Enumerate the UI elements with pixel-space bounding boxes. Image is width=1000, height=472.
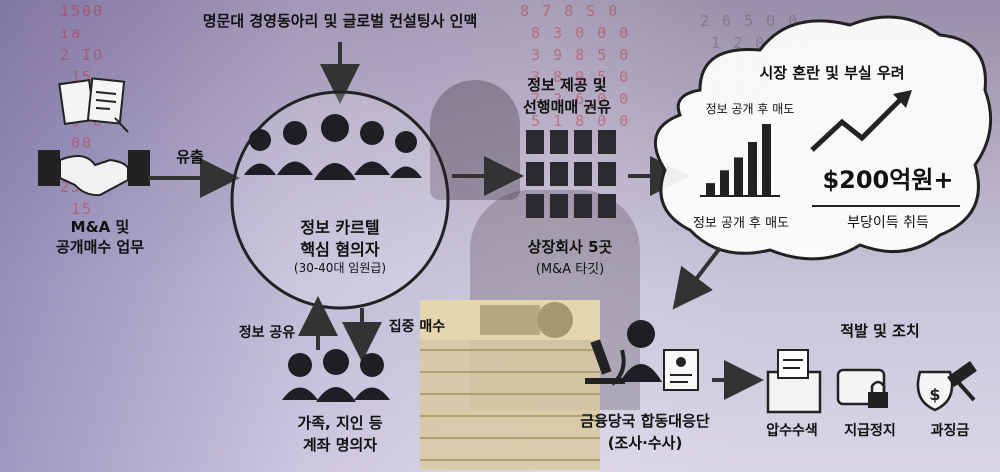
info-provision-line2: 선행매매 권유 <box>522 98 612 116</box>
arrow-to-authority <box>672 246 722 310</box>
authority-line2: (조사·수사) <box>607 434 683 452</box>
action-payment-stop-label: 지급정지 <box>844 423 896 439</box>
rising-trend-arrowhead <box>893 90 912 108</box>
cloud-title: 시장 혼란 및 부실 우려 <box>759 64 905 82</box>
cartel-label-line3: (30-40대 임원급) <box>293 261 387 275</box>
account-holders-icon <box>282 349 390 402</box>
leak-label: 유출 <box>176 148 204 166</box>
ma-work-label-line1: M&A 및 <box>70 218 130 236</box>
listed-companies-line2: (M&A 타깃) <box>535 262 605 277</box>
chart-caption: 정보 공개 후 매도 <box>692 216 790 231</box>
buildings-icon <box>526 130 616 218</box>
chart-title: 정보 공개 후 매도 <box>705 102 795 116</box>
handshake-icon <box>38 150 150 197</box>
sell-after-disclosure-chart <box>700 124 780 197</box>
info-provision-line1: 정보 제공 및 <box>527 76 607 94</box>
account-holders-line1: 가족, 지인 등 <box>297 414 383 432</box>
account-holders-line2: 계좌 명의자 <box>302 436 378 454</box>
microscope-icon <box>585 339 626 386</box>
profit-amount: $200억원+ <box>822 166 954 194</box>
profit-caption: 부당이득 취득 <box>847 215 929 231</box>
seizure-box-icon <box>766 349 822 414</box>
chart-bar <box>720 170 729 196</box>
action-seizure-label: 압수수색 <box>766 423 818 439</box>
officer-icon <box>620 320 662 382</box>
cartel-label-line2: 핵심 혐의자 <box>300 240 380 259</box>
info-share-label: 정보 공유 <box>238 325 296 341</box>
rising-trend-icon <box>810 98 902 152</box>
cartel-circle <box>230 90 450 310</box>
chart-bar <box>706 183 715 196</box>
svg-text:$: $ <box>929 385 940 404</box>
chart-bar <box>748 142 757 196</box>
cartel-label-line1: 정보 카르텔 <box>300 218 380 237</box>
actions-title: 적발 및 조치 <box>840 322 920 340</box>
listed-companies-line1: 상장회사 5곳 <box>527 238 613 256</box>
money-bag-gavel-icon: $ <box>916 361 977 412</box>
authority-line1: 금융당국 합동대응단 <box>580 412 710 430</box>
money-stacks-illustration <box>420 300 600 470</box>
action-penalty-label: 과징금 <box>930 423 970 439</box>
network-source-label: 명문대 경영동아리 및 글로벌 컨설팅사 인맥 <box>202 12 478 30</box>
ticker-column: 8 7 8 S 0 8 3 0 0 0 3 9 8 5 0 3 8 9 5 0 … <box>520 2 631 130</box>
wallet-lock-icon <box>836 368 888 408</box>
documents-icon <box>58 77 129 133</box>
concentrated-buy-label: 집중 매수 <box>388 319 446 335</box>
cartel-people-icon <box>244 114 422 180</box>
chart-bar <box>762 124 771 196</box>
chart-bar <box>734 157 743 196</box>
ma-work-label-line2: 공개매수 업무 <box>55 238 145 256</box>
id-card-icon <box>663 349 699 391</box>
